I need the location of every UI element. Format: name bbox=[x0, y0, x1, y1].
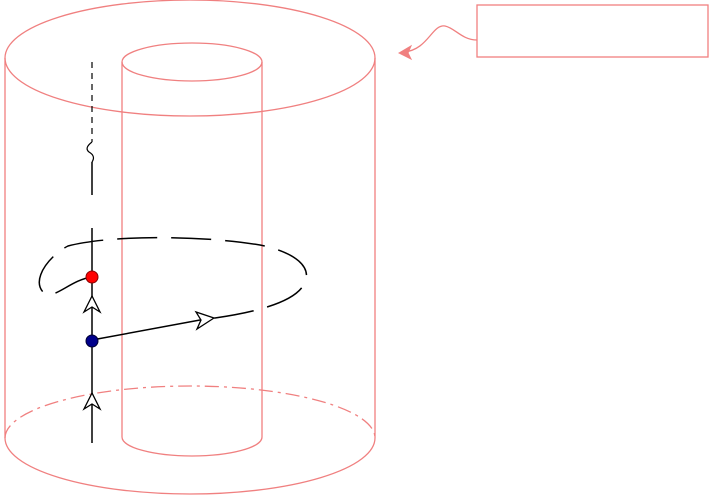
callout-box bbox=[476, 4, 709, 58]
arrow-head-icon bbox=[82, 294, 216, 411]
inner-bottom-front-arc bbox=[121, 436, 263, 457]
outer-cylinder bbox=[4, 0, 376, 495]
vertical-crossing-hook bbox=[86, 141, 95, 163]
outer-bottom-back-arc bbox=[4, 385, 376, 439]
callout-arrow-head-icon bbox=[397, 44, 413, 61]
arrow-head-icon bbox=[82, 294, 102, 314]
inner-cylinder bbox=[121, 42, 263, 457]
loop-curve bbox=[38, 236, 308, 341]
red-point bbox=[85, 270, 99, 284]
loop-back-arc bbox=[38, 236, 308, 321]
vertical-path bbox=[86, 62, 95, 443]
callout bbox=[397, 4, 709, 61]
inner-top-ellipse bbox=[121, 42, 263, 82]
arrow-head-icon bbox=[82, 391, 102, 411]
blue-point bbox=[85, 334, 99, 348]
callout-arrow-icon bbox=[403, 25, 478, 53]
outer-top-ellipse bbox=[4, 0, 376, 117]
loop-front-arc bbox=[91, 319, 201, 341]
outer-bottom-front-arc bbox=[4, 437, 376, 495]
arrow-head-icon bbox=[194, 310, 216, 331]
